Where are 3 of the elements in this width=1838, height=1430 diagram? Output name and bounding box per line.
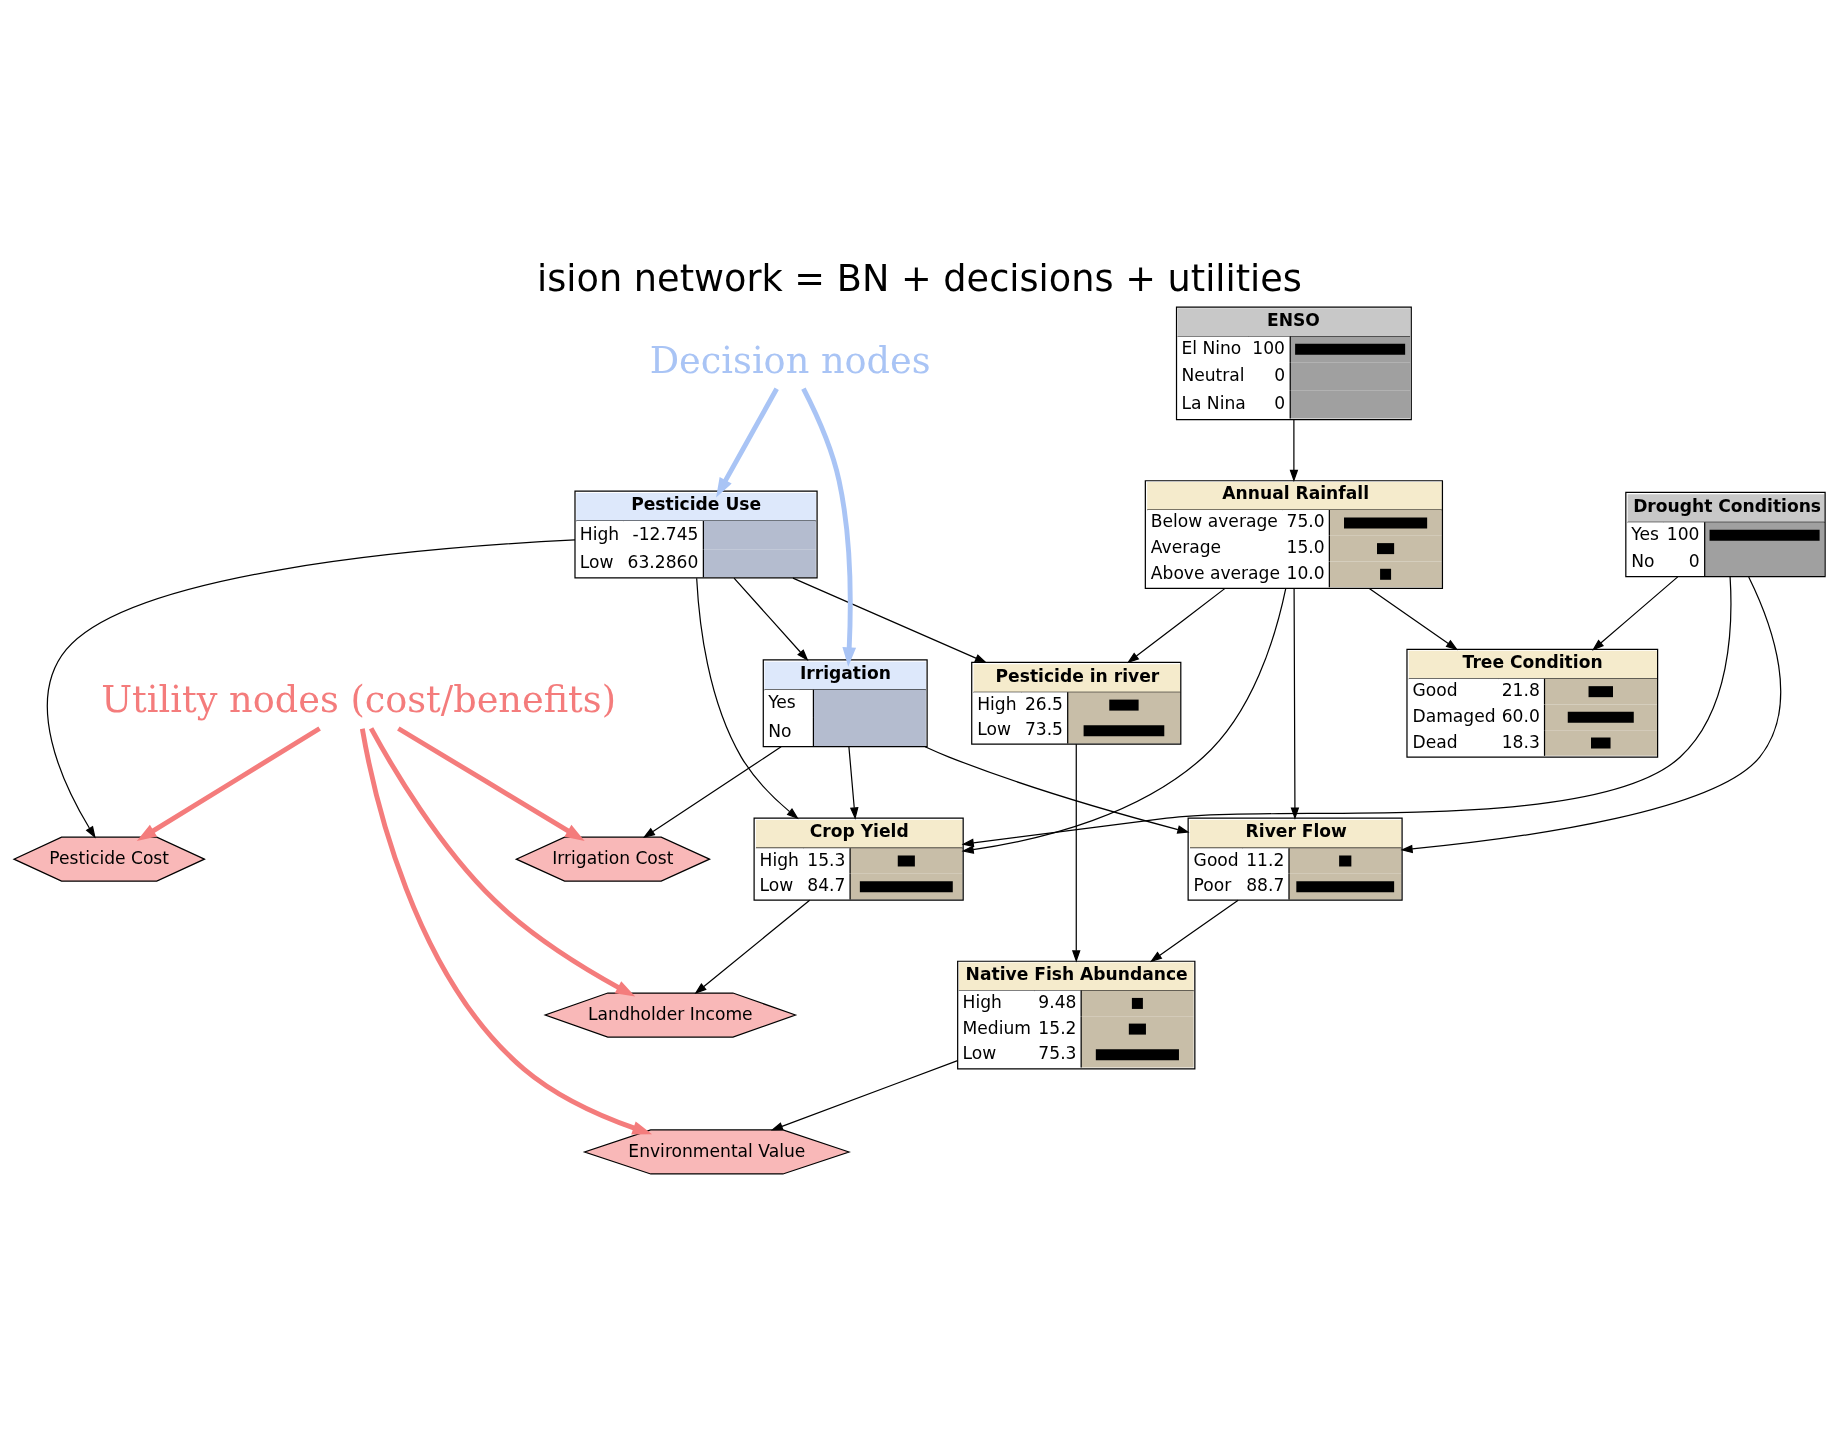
node-text: Utility nodes (cost/benefits) — [100, 677, 616, 721]
diagram-title: ision network = BN + decisions + utilities — [536, 256, 1302, 300]
node-text: Decision nodes — [649, 338, 931, 382]
